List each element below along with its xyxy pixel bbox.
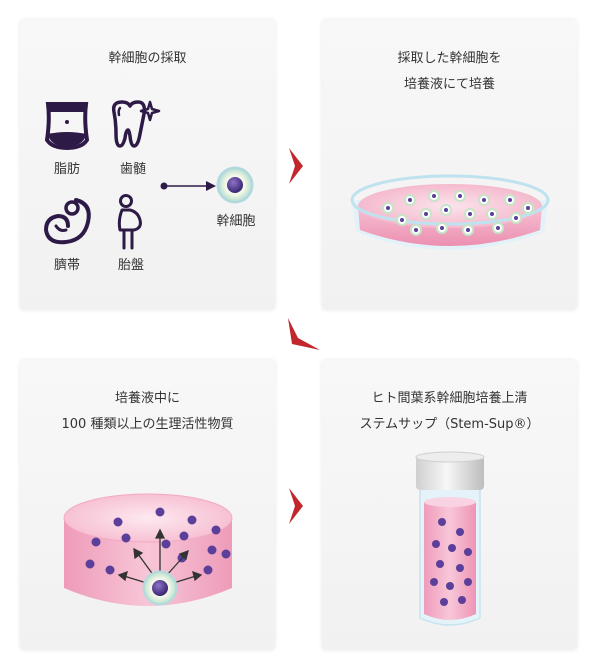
source-label-dental-pulp: 歯髄 bbox=[119, 162, 146, 177]
cultured-cells bbox=[382, 190, 534, 236]
tooth-icon bbox=[111, 100, 161, 148]
flow-arrow-right-icon bbox=[289, 488, 303, 524]
product-vial-icon bbox=[415, 451, 485, 626]
abdomen-icon bbox=[44, 102, 90, 151]
stem-cell-label: 幹細胞 bbox=[216, 214, 256, 229]
step-panel-harvest: 幹細胞の採取 脂肪 歯髄 臍帯 胎盤 bbox=[20, 20, 275, 310]
pregnant-woman-icon bbox=[117, 194, 142, 250]
step-title-line2: 培養液にて培養 bbox=[403, 77, 495, 92]
umbilical-cord-icon bbox=[43, 198, 91, 245]
step-title: 幹細胞の採取 bbox=[108, 51, 187, 66]
source-label-umbilical-cord: 臍帯 bbox=[53, 258, 80, 273]
step-panel-secretion: 培養液中に 100 種類以上の生理活性物質 bbox=[20, 360, 275, 650]
step-title-line2: 100 種類以上の生理活性物質 bbox=[61, 417, 234, 432]
step-panel-product: ヒト間葉系幹細胞培養上清 ステムサップ（Stem-Sup®） bbox=[322, 360, 577, 650]
petri-dish-icon bbox=[350, 174, 550, 250]
flow-arrow-right-icon bbox=[289, 148, 303, 184]
arrow-to-cell-icon bbox=[160, 181, 216, 191]
flow-arrow-down-left-icon bbox=[288, 318, 320, 350]
source-label-placenta: 胎盤 bbox=[117, 258, 144, 273]
stem-cell-icon bbox=[216, 166, 254, 204]
step-title-line1: 採取した幹細胞を bbox=[397, 51, 502, 66]
source-label-fat: 脂肪 bbox=[53, 162, 80, 177]
bioactive-molecules bbox=[85, 507, 231, 575]
bioactive-molecules bbox=[430, 518, 472, 606]
step-title-line1: ヒト間葉系幹細胞培養上清 bbox=[371, 391, 528, 406]
step-title-line2: ステムサップ（Stem-Sup®） bbox=[359, 417, 540, 432]
step-panel-culture: 採取した幹細胞を 培養液にて培養 bbox=[322, 20, 577, 310]
culture-medium-cylinder-icon bbox=[63, 493, 233, 606]
step-title-line1: 培養液中に bbox=[114, 391, 180, 406]
